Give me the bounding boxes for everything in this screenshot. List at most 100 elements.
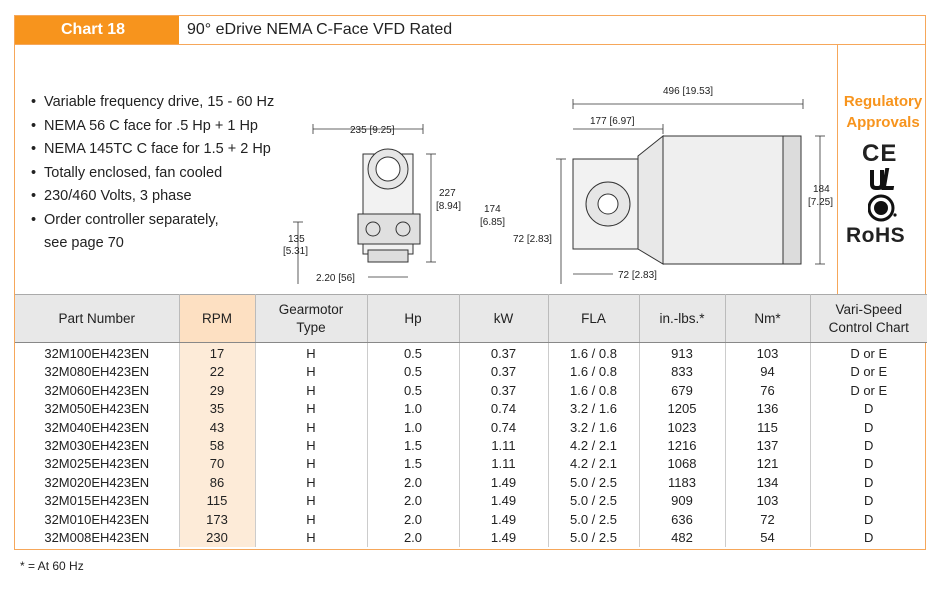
table-cell: 115 <box>179 492 256 511</box>
dim-72-horizontal: 72 [2.83] <box>618 270 657 281</box>
table-cell: 2.0 <box>367 510 460 530</box>
table-cell: 173 <box>179 510 256 530</box>
table-cell: H <box>255 529 368 548</box>
table-cell: D <box>864 511 874 527</box>
feature-item: NEMA 56 C face for .5 Hp + 1 Hp <box>31 115 274 139</box>
table-cell: D <box>864 401 874 417</box>
front-view-drawing <box>357 148 421 263</box>
table-cell: 3.2 / 1.6 <box>548 400 640 419</box>
table-cell: 32M080EH423EN <box>15 363 180 382</box>
dimension-drawings: 235 [9.25] 227 [8.94] 135 [5.31] 2.20 [5… <box>283 86 833 284</box>
table-cell: 2.0 <box>367 529 460 548</box>
table-cell: 482 <box>639 529 726 548</box>
table-cell: D or E <box>850 364 888 380</box>
table-cell: 1.5 <box>367 455 460 474</box>
table-cell: 0.5 <box>367 381 460 401</box>
table-cell: 1.6 / 0.8 <box>548 363 640 382</box>
dim-174: 174 <box>484 204 501 215</box>
table-cell: H <box>255 455 368 474</box>
table-cell: D <box>864 438 874 454</box>
table-cell: 103 <box>725 492 811 511</box>
table-cell: 0.37 <box>459 342 549 364</box>
table-cell: H <box>255 510 368 530</box>
product-overview: Variable frequency drive, 15 - 60 Hz NEM… <box>14 44 926 295</box>
feature-item: NEMA 145TC C face for 1.5 + 2 Hp <box>31 138 274 162</box>
table-cell: 4.2 / 2.1 <box>548 437 640 456</box>
col-header-in-lbs: in.-lbs.* <box>639 294 726 343</box>
col-header-fla: FLA <box>548 294 640 343</box>
dim-220: 2.20 [56] <box>316 273 355 284</box>
csa-mark-icon <box>868 194 897 222</box>
table-cell: 0.5 <box>367 342 460 364</box>
table-cell: 1.49 <box>459 473 549 493</box>
regulatory-approvals: Regulatory Approvals CE RoHS <box>837 44 927 295</box>
table-cell: 0.5 <box>367 363 460 382</box>
table-cell: 32M060EH423EN <box>15 381 180 401</box>
table-cell: 94 <box>725 363 811 382</box>
feature-item: Variable frequency drive, 15 - 60 Hz <box>31 91 274 115</box>
table-cell: 679 <box>639 381 726 401</box>
table-cell: 103 <box>725 342 811 364</box>
table-cell: 1.49 <box>459 492 549 511</box>
rohs-mark: RoHS <box>846 224 906 247</box>
table-cell: 32M050EH423EN <box>15 400 180 419</box>
chart-header: Chart 18 90° eDrive NEMA C-Face VFD Rate… <box>14 15 926 45</box>
table-cell: 86 <box>179 473 256 493</box>
table-cell: 32M030EH423EN <box>15 437 180 456</box>
table-cell: H <box>255 381 368 401</box>
table-cell: 913 <box>639 342 726 364</box>
table-cell: 4.2 / 2.1 <box>548 455 640 474</box>
table-cell: 121 <box>725 455 811 474</box>
table-cell: 1.5 <box>367 437 460 456</box>
dim-496: 496 [19.53] <box>663 86 713 97</box>
table-cell: 32M008EH423EN <box>15 529 180 548</box>
table-cell: H <box>255 342 368 364</box>
table-cell: 5.0 / 2.5 <box>548 473 640 493</box>
feature-item-continuation: see page 70 <box>44 235 124 251</box>
table-cell: H <box>255 492 368 511</box>
table-cell: 136 <box>725 400 811 419</box>
table-cell: 1216 <box>639 437 726 456</box>
table-cell: 32M020EH423EN <box>15 473 180 493</box>
ce-mark-icon: CE <box>862 140 898 167</box>
table-cell: D <box>864 530 874 546</box>
table-cell: 1.49 <box>459 510 549 530</box>
footnote: * = At 60 Hz <box>20 559 84 573</box>
regulatory-title: Regulatory Approvals <box>843 93 923 131</box>
side-view-drawing <box>572 134 802 265</box>
table-cell: D <box>864 419 874 435</box>
table-cell: 230 <box>179 529 256 548</box>
table-cell: 70 <box>179 455 256 474</box>
table-cell: 0.74 <box>459 418 549 438</box>
table-cell: 1.0 <box>367 418 460 438</box>
col-header-part-number: Part Number <box>15 294 180 343</box>
table-cell: 1.6 / 0.8 <box>548 342 640 364</box>
table-cell: 2.0 <box>367 473 460 493</box>
table-cell: 32M025EH423EN <box>15 455 180 474</box>
dim-174-in: [6.85] <box>480 217 505 228</box>
feature-item: 230/460 Volts, 3 phase <box>31 185 274 209</box>
table-cell: 1068 <box>639 455 726 474</box>
col-header-kw: kW <box>459 294 549 343</box>
feature-item: Totally enclosed, fan cooled <box>31 162 274 186</box>
dim-235: 235 [9.25] <box>350 125 395 136</box>
table-cell: 22 <box>179 363 256 382</box>
col-header-nm: Nm* <box>725 294 811 343</box>
table-cell: 636 <box>639 510 726 530</box>
table-cell: 17 <box>179 342 256 364</box>
table-cell: D or E <box>850 346 888 361</box>
table-cell: 54 <box>725 529 811 548</box>
dim-227: 227 <box>439 188 456 199</box>
table-cell: 32M100EH423EN <box>15 342 180 364</box>
